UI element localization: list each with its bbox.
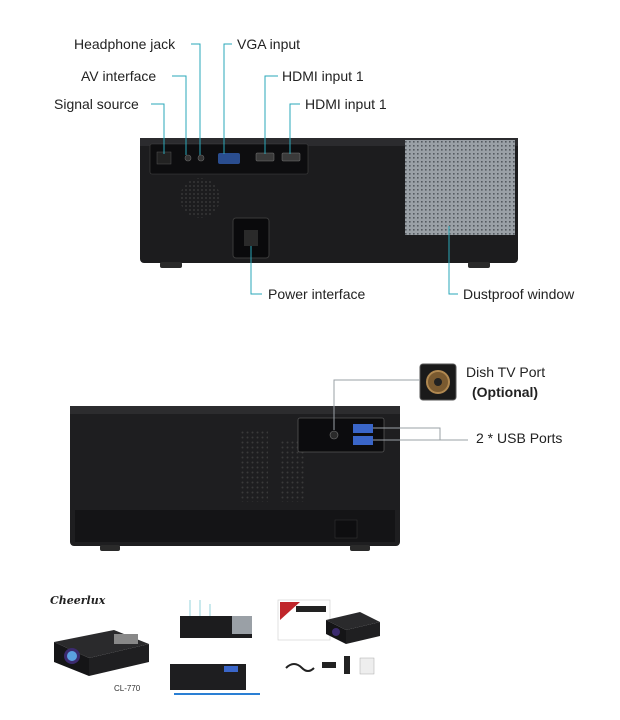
- label-dustproof-window: Dustproof window: [463, 286, 575, 302]
- label-vga-input: VGA input: [237, 36, 301, 52]
- leader-power: [250, 246, 262, 295]
- label-power-interface: Power interface: [268, 286, 366, 302]
- label-optional: (Optional): [472, 384, 539, 400]
- brand-logo: Cheerlux: [50, 594, 106, 607]
- leader-signal: [151, 103, 165, 154]
- projector-rear-diagram: [140, 43, 518, 295]
- leader-hdmi-b: [289, 103, 300, 154]
- thumbnail-package[interactable]: [276, 594, 386, 704]
- label-headphone-jack: Headphone jack: [74, 36, 176, 52]
- label-signal-source: Signal source: [54, 96, 139, 112]
- usb-port-2: [353, 436, 373, 445]
- leader-dust: [448, 226, 458, 295]
- side-port-panel: [297, 417, 385, 453]
- leader-headphone: [191, 43, 201, 155]
- thumbnail-ports[interactable]: [160, 594, 270, 704]
- label-usb-ports: 2 * USB Ports: [476, 430, 563, 446]
- leader-av: [172, 75, 187, 155]
- leader-vga: [223, 43, 232, 154]
- label-hdmi-input-1b: HDMI input 1: [305, 96, 387, 112]
- label-hdmi-input-1a: HDMI input 1: [282, 68, 364, 84]
- thumbnail-product[interactable]: Cheerlux CL-770: [44, 590, 154, 700]
- speaker-grill: [180, 178, 220, 218]
- projector-side-diagram: [70, 363, 468, 551]
- leader-hdmi-a: [264, 75, 278, 154]
- leader-dish-tv: [333, 379, 420, 430]
- leader-usb: [373, 427, 468, 441]
- label-av-interface: AV interface: [81, 68, 157, 84]
- model-label: CL-770: [114, 684, 141, 693]
- usb-port-1: [353, 424, 373, 433]
- label-dish-tv-port: Dish TV Port: [466, 364, 546, 380]
